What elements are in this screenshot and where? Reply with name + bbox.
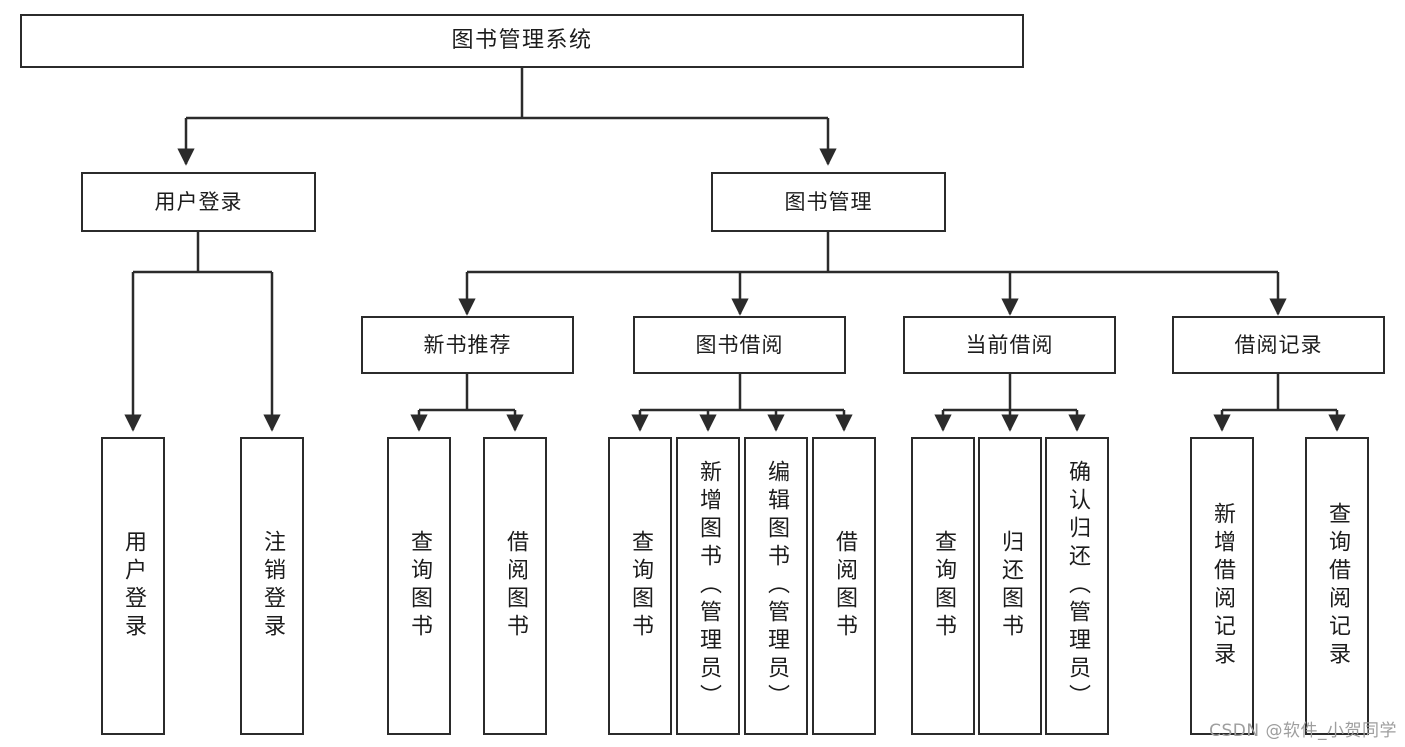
node-root-book-management-system[interactable]: 图书管理系统 — [20, 14, 1024, 68]
leaf-query-book-borrow[interactable]: 查询图书 — [608, 437, 672, 735]
leaf-return-book[interactable]: 归还图书 — [978, 437, 1042, 735]
node-label: 归还图书 — [998, 530, 1023, 642]
leaf-user-login[interactable]: 用户登录 — [101, 437, 165, 735]
leaf-add-borrow-record[interactable]: 新增借阅记录 — [1190, 437, 1254, 735]
node-label: 注销登录 — [260, 530, 285, 642]
node-label: 编辑图书（管理员） — [764, 460, 789, 712]
node-label: 用户登录 — [154, 189, 243, 214]
node-label: 借阅图书 — [832, 530, 857, 642]
node-book-borrow[interactable]: 图书借阅 — [633, 316, 846, 374]
leaf-borrow-book-recommend[interactable]: 借阅图书 — [483, 437, 547, 735]
leaf-edit-book-admin[interactable]: 编辑图书（管理员） — [744, 437, 808, 735]
node-label: 借阅图书 — [503, 530, 528, 642]
node-current-borrow[interactable]: 当前借阅 — [903, 316, 1116, 374]
leaf-query-book-recommend[interactable]: 查询图书 — [387, 437, 451, 735]
node-label: 新增图书（管理员） — [696, 460, 721, 712]
node-label: 查询图书 — [628, 530, 653, 642]
node-label: 查询图书 — [931, 530, 956, 642]
leaf-query-book-current[interactable]: 查询图书 — [911, 437, 975, 735]
leaf-add-book-admin[interactable]: 新增图书（管理员） — [676, 437, 740, 735]
node-new-book-recommend[interactable]: 新书推荐 — [361, 316, 574, 374]
node-label: 用户登录 — [121, 530, 146, 642]
leaf-borrow-book[interactable]: 借阅图书 — [812, 437, 876, 735]
node-label: 借阅记录 — [1234, 332, 1323, 357]
node-user-login[interactable]: 用户登录 — [81, 172, 316, 232]
leaf-user-logout[interactable]: 注销登录 — [240, 437, 304, 735]
node-label: 确认归还（管理员） — [1065, 460, 1090, 712]
leaf-query-borrow-record[interactable]: 查询借阅记录 — [1305, 437, 1369, 735]
node-label: 新书推荐 — [423, 332, 512, 357]
node-book-management[interactable]: 图书管理 — [711, 172, 946, 232]
node-label: 查询图书 — [407, 530, 432, 642]
node-label: 查询借阅记录 — [1325, 502, 1350, 670]
node-label: 图书借阅 — [695, 332, 784, 357]
node-borrow-record[interactable]: 借阅记录 — [1172, 316, 1385, 374]
node-label: 图书管理 — [784, 189, 873, 214]
node-label: 当前借阅 — [965, 332, 1054, 357]
csdn-watermark: CSDN @软件_小贺同学 — [1209, 721, 1397, 741]
node-label: 新增借阅记录 — [1210, 502, 1235, 670]
leaf-confirm-return-admin[interactable]: 确认归还（管理员） — [1045, 437, 1109, 735]
node-label: 图书管理系统 — [451, 28, 593, 54]
